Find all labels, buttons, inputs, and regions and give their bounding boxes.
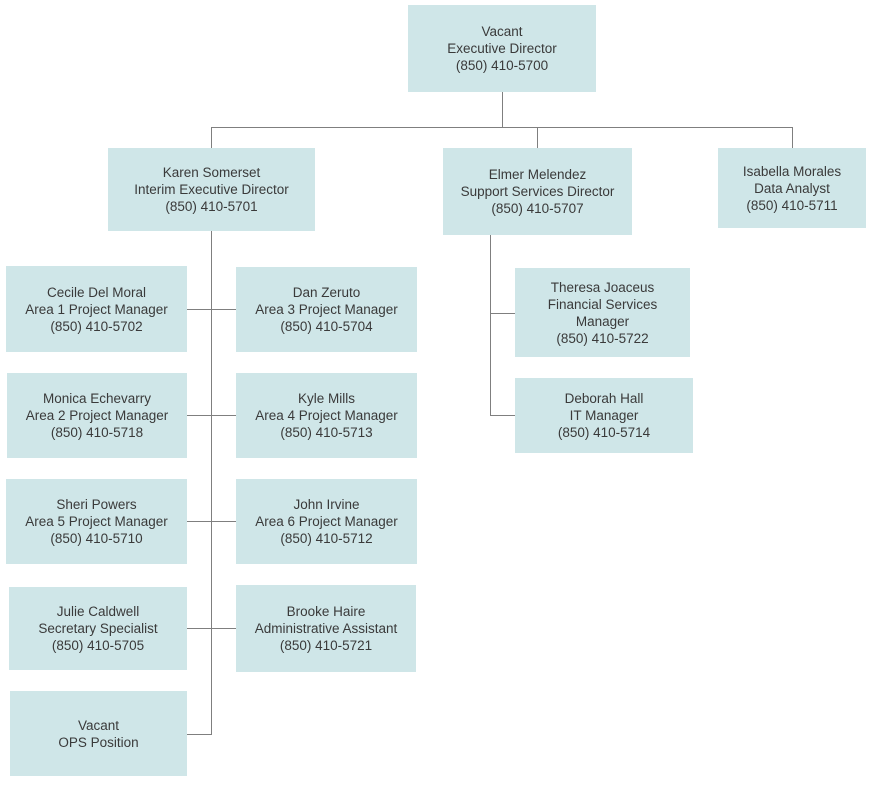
node-phone: (850) 410-5722 (556, 330, 649, 346)
connector (490, 313, 515, 314)
node-title: Financial Services Manager (547, 296, 658, 329)
node-phone: (850) 410-5702 (50, 318, 143, 334)
node-phone: (850) 410-5714 (557, 425, 651, 440)
node-phone: (850) 410-5711 (746, 197, 838, 213)
node-title: Administrative Assistant (254, 621, 398, 636)
node-area-1-project-manager: Cecile Del Moral Area 1 Project Manager … (6, 266, 187, 352)
node-ops-position: Vacant OPS Position (10, 691, 187, 776)
node-data-analyst: Isabella Morales Data Analyst (850) 410-… (718, 148, 866, 228)
node-title: Data Analyst (754, 180, 830, 196)
node-phone: (850) 410-5712 (280, 531, 373, 546)
node-name: Elmer Melendez (488, 167, 587, 182)
connector (211, 127, 212, 148)
node-phone: (850) 410-5707 (491, 201, 584, 216)
node-executive-director: Vacant Executive Director (850) 410-5700 (408, 5, 596, 92)
node-name: Brooke Haire (286, 604, 366, 619)
node-title: Area 1 Project Manager (25, 301, 168, 317)
node-financial-services-manager: Theresa Joaceus Financial Services Manag… (515, 268, 690, 357)
node-name: Theresa Joaceus (550, 279, 655, 295)
connector (490, 415, 515, 416)
node-secretary-specialist: Julie Caldwell Secretary Specialist (850… (9, 587, 187, 670)
node-name: Cecile Del Moral (46, 284, 147, 300)
node-phone: (850) 410-5718 (50, 425, 144, 440)
node-title: Area 2 Project Manager (25, 408, 169, 423)
node-area-2-project-manager: Monica Echevarry Area 2 Project Manager … (7, 373, 187, 458)
node-area-4-project-manager: Kyle Mills Area 4 Project Manager (850) … (236, 373, 417, 458)
connector (187, 734, 212, 735)
node-name: Monica Echevarry (42, 391, 152, 406)
node-phone: (850) 410-5710 (50, 531, 143, 546)
node-name: Julie Caldwell (56, 604, 140, 619)
connector (502, 92, 503, 127)
node-name: John Irvine (293, 497, 360, 512)
node-phone: (850) 410-5713 (280, 425, 373, 440)
node-title: Area 6 Project Manager (255, 514, 398, 529)
connector (187, 309, 236, 310)
node-phone: (850) 410-5721 (279, 638, 373, 653)
node-title: Executive Director (447, 41, 557, 56)
node-it-manager: Deborah Hall IT Manager (850) 410-5714 (515, 378, 693, 453)
node-interim-executive-director: Karen Somerset Interim Executive Directo… (108, 148, 315, 231)
connector (187, 415, 236, 416)
node-name: Kyle Mills (297, 391, 355, 406)
node-title: Interim Executive Director (134, 182, 289, 197)
node-name: Karen Somerset (162, 165, 261, 180)
node-title: IT Manager (569, 408, 639, 423)
node-title: OPS Position (58, 734, 139, 750)
node-title: Area 3 Project Manager (255, 302, 398, 317)
connector (537, 127, 538, 148)
connector (187, 628, 236, 629)
node-name: Deborah Hall (564, 391, 644, 406)
connector (490, 235, 491, 415)
node-name: Vacant (481, 24, 523, 39)
node-name: Isabella Morales (742, 163, 842, 179)
node-area-6-project-manager: John Irvine Area 6 Project Manager (850)… (236, 479, 417, 564)
node-area-5-project-manager: Sheri Powers Area 5 Project Manager (850… (6, 479, 187, 564)
node-area-3-project-manager: Dan Zeruto Area 3 Project Manager (850) … (236, 267, 417, 352)
node-phone: (850) 410-5705 (51, 638, 145, 653)
node-phone: (850) 410-5701 (165, 199, 258, 214)
node-name: Dan Zeruto (292, 285, 361, 300)
node-name: Vacant (77, 717, 120, 733)
node-administrative-assistant: Brooke Haire Administrative Assistant (8… (236, 585, 416, 672)
connector (792, 127, 793, 148)
node-phone: (850) 410-5704 (280, 319, 373, 334)
connector (211, 231, 212, 734)
connector (211, 127, 792, 128)
node-title: Area 5 Project Manager (25, 514, 168, 529)
node-phone: (850) 410-5700 (455, 58, 549, 73)
connector (187, 521, 236, 522)
node-name: Sheri Powers (56, 497, 137, 512)
node-title: Secretary Specialist (38, 621, 158, 636)
node-title: Area 4 Project Manager (255, 408, 398, 423)
node-title: Support Services Director (460, 184, 615, 199)
node-support-services-director: Elmer Melendez Support Services Director… (443, 148, 632, 235)
